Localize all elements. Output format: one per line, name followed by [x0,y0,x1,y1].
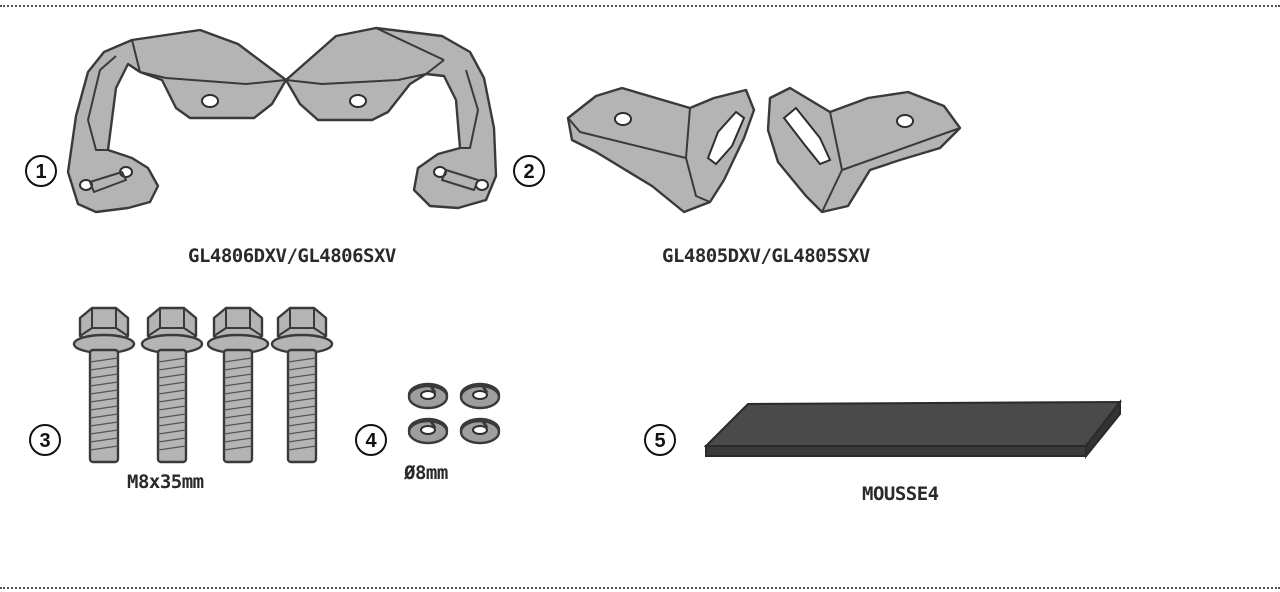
washer-icon [407,382,501,445]
small-bracket-pair-icon [566,86,962,214]
part-1-marker: 1 [25,155,57,187]
part-number: 2 [523,161,534,183]
bottom-dotted-border [0,587,1280,589]
label-foam: MOUSSE4 [862,483,939,505]
part-number: 1 [35,161,46,183]
label-brackets-small: GL4805DXV/GL4805SXV [662,245,870,267]
label-brackets-large: GL4806DXV/GL4806SXV [188,245,396,267]
top-dotted-border [0,5,1280,7]
part-2-marker: 2 [513,155,545,187]
part-number: 4 [365,430,377,452]
bracket-pair-icon [66,26,498,214]
part-3-marker: 3 [29,424,61,456]
label-screws: M8x35mm [127,471,204,493]
hex-screw-icon [72,306,334,464]
part-number: 5 [654,430,665,452]
part-number: 3 [39,430,50,452]
foam-strip-icon [703,399,1123,459]
label-washers: Ø8mm [403,462,448,484]
part-5-marker: 5 [644,424,676,456]
part-4-marker: 4 [355,424,387,456]
